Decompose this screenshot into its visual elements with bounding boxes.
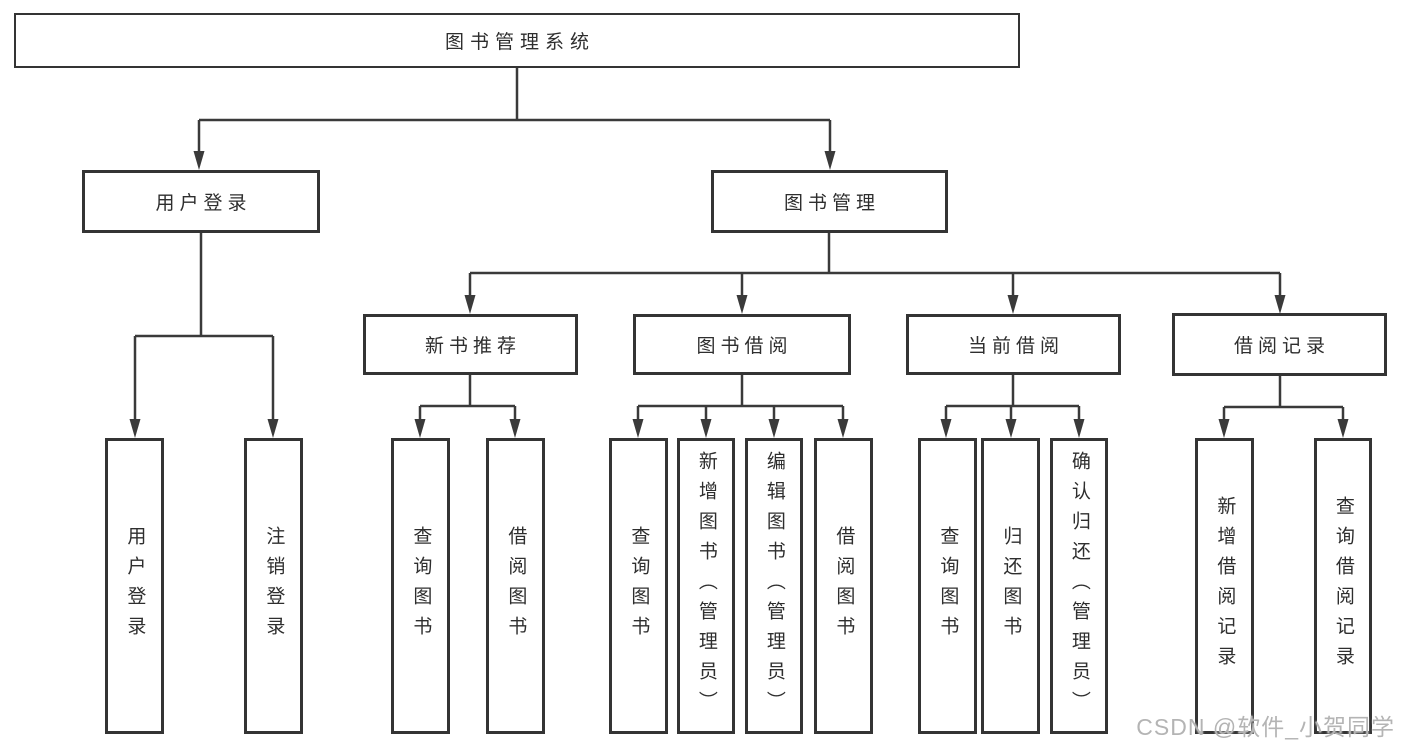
connector-root bbox=[193, 68, 836, 170]
node-label: 图书借阅 bbox=[696, 336, 793, 357]
leaf-query-books-recommend: 查询图书 bbox=[391, 438, 450, 734]
connector-new-book-recommend bbox=[414, 375, 521, 438]
node-label: 编辑图书（管理员） bbox=[763, 451, 785, 721]
leaf-confirm-return-admin: 确认归还（管理员） bbox=[1050, 438, 1108, 734]
leaf-return-books: 归还图书 bbox=[981, 438, 1040, 734]
node-label: 归还图书 bbox=[1000, 526, 1022, 646]
leaf-query-borrow-record: 查询借阅记录 bbox=[1314, 438, 1372, 734]
node-label: 查询借阅记录 bbox=[1332, 496, 1354, 676]
node-label: 用户登录 bbox=[155, 193, 252, 214]
node-label: 图书管理系统 bbox=[444, 32, 595, 53]
connector-current-borrowing bbox=[940, 375, 1085, 438]
leaf-edit-books-admin: 编辑图书（管理员） bbox=[745, 438, 803, 734]
node-label: 借阅记录 bbox=[1233, 336, 1330, 357]
node-user-login: 用户登录 bbox=[82, 170, 320, 233]
node-label: 注销登录 bbox=[263, 526, 285, 646]
leaf-borrow-books-recommend: 借阅图书 bbox=[486, 438, 545, 734]
node-label: 查询图书 bbox=[628, 526, 650, 646]
node-new-book-recommend: 新书推荐 bbox=[363, 314, 578, 375]
node-label: 图书管理 bbox=[783, 193, 880, 214]
leaf-query-books-borrowing: 查询图书 bbox=[609, 438, 668, 734]
leaf-borrow-books-borrowing: 借阅图书 bbox=[814, 438, 873, 734]
node-current-borrowing: 当前借阅 bbox=[906, 314, 1121, 375]
node-label: 用户登录 bbox=[124, 526, 146, 646]
node-label: 当前借阅 bbox=[967, 336, 1064, 357]
node-label: 确认归还（管理员） bbox=[1068, 451, 1090, 721]
node-root: 图书管理系统 bbox=[14, 13, 1020, 68]
leaf-user-login: 用户登录 bbox=[105, 438, 164, 734]
node-label: 新增图书（管理员） bbox=[695, 451, 717, 721]
leaf-add-books-admin: 新增图书（管理员） bbox=[677, 438, 735, 734]
leaf-logout: 注销登录 bbox=[244, 438, 303, 734]
node-book-management: 图书管理 bbox=[711, 170, 948, 233]
node-label: 借阅图书 bbox=[505, 526, 527, 646]
csdn-watermark: CSDN @软件_小贺同学 bbox=[1136, 714, 1395, 740]
node-label: 新书推荐 bbox=[424, 336, 521, 357]
node-borrowing-records: 借阅记录 bbox=[1172, 313, 1387, 376]
node-label: 查询图书 bbox=[410, 526, 432, 646]
node-label: 借阅图书 bbox=[833, 526, 855, 646]
node-label: 新增借阅记录 bbox=[1214, 496, 1236, 676]
connector-user-login bbox=[129, 233, 279, 438]
connector-book-borrowing bbox=[632, 375, 849, 438]
connector-book-management bbox=[464, 233, 1286, 314]
connector-borrowing-records bbox=[1218, 376, 1349, 438]
leaf-add-borrow-record: 新增借阅记录 bbox=[1195, 438, 1254, 734]
node-label: 查询图书 bbox=[937, 526, 959, 646]
node-book-borrowing: 图书借阅 bbox=[633, 314, 851, 375]
leaf-query-books-current: 查询图书 bbox=[918, 438, 977, 734]
